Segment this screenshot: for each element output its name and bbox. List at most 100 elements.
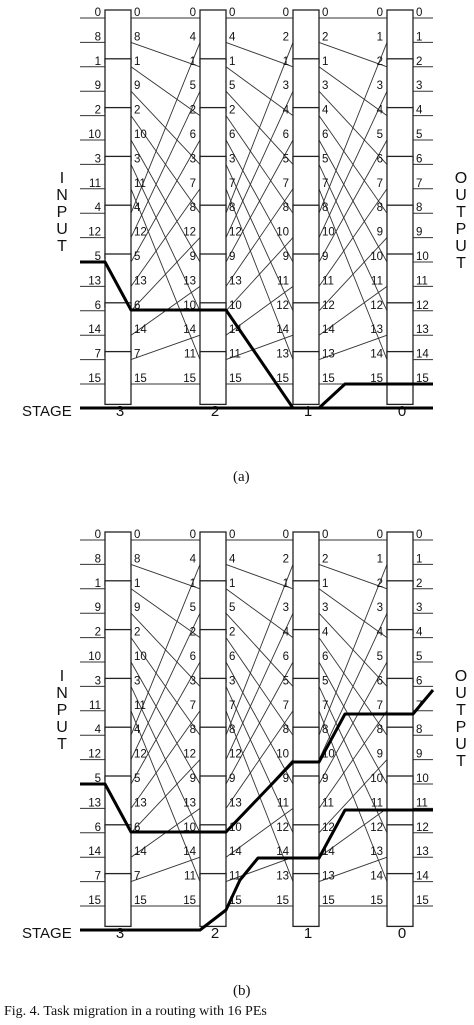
b-switch-box bbox=[199, 824, 227, 879]
a-line-label: 11 bbox=[371, 275, 383, 287]
a-switch-box bbox=[199, 106, 227, 162]
a-switch-box bbox=[104, 204, 132, 259]
a-line-label: 1 bbox=[377, 31, 383, 43]
b-switch-box bbox=[292, 824, 320, 879]
a-line-label: 9 bbox=[416, 227, 422, 239]
a-shuffle-link bbox=[130, 42, 201, 214]
b-shuffle-link bbox=[318, 564, 388, 736]
a-line-label: 14 bbox=[370, 349, 383, 361]
b-line-label: 7 bbox=[283, 700, 289, 712]
a-line-label: 1 bbox=[229, 56, 235, 68]
a-line-label: 1 bbox=[283, 56, 289, 68]
b-switch-box bbox=[104, 677, 132, 732]
b-shuffle-link bbox=[225, 856, 294, 883]
a-shuffle-link bbox=[225, 41, 294, 68]
a-line-label: 6 bbox=[229, 129, 235, 141]
a-line-label: 15 bbox=[276, 373, 289, 385]
a-line-label: 2 bbox=[416, 56, 422, 68]
a-line-label: 3 bbox=[322, 80, 328, 92]
b-line-label: 1 bbox=[95, 578, 101, 590]
b-line-label: 5 bbox=[322, 675, 328, 687]
a-line-label: 9 bbox=[190, 251, 196, 263]
a-line-label: 4 bbox=[190, 31, 197, 43]
b-line-label: 6 bbox=[190, 651, 196, 663]
b-line-label: 11 bbox=[134, 700, 146, 712]
a-line-label: 4 bbox=[95, 202, 102, 214]
b-line-label: 0 bbox=[283, 529, 289, 541]
a-line-label: 0 bbox=[134, 7, 140, 19]
a-line-label: 1 bbox=[416, 31, 422, 43]
a-shuffle-link bbox=[130, 66, 201, 116]
b-line-label: 12 bbox=[276, 822, 289, 834]
figure-caption: Fig. 4. Task migration in a routing with… bbox=[4, 1004, 267, 1019]
a-shuffle-link bbox=[318, 237, 388, 312]
a-line-label: 7 bbox=[190, 178, 196, 190]
b-line-label: 9 bbox=[377, 749, 383, 761]
b-line-label: 5 bbox=[416, 651, 422, 663]
b-line-label: 12 bbox=[416, 822, 429, 834]
b-line-label: 13 bbox=[88, 797, 101, 809]
b-line-label: 3 bbox=[416, 602, 422, 614]
b-line-label: 7 bbox=[322, 700, 328, 712]
caption-b: (b) bbox=[233, 983, 251, 999]
b-line-label: 2 bbox=[322, 553, 328, 565]
b-switch-box bbox=[386, 580, 414, 635]
b-shuffle-link bbox=[318, 710, 388, 809]
b-line-label: 1 bbox=[190, 578, 196, 590]
b-line-label: 1 bbox=[416, 553, 422, 565]
b-switch-box bbox=[386, 824, 414, 879]
a-shuffle-link bbox=[130, 237, 201, 312]
b-line-label: 4 bbox=[134, 724, 141, 736]
b-line-label: 11 bbox=[277, 797, 289, 809]
a-shuffle-link bbox=[130, 334, 201, 361]
b-line-label: 11 bbox=[416, 797, 428, 809]
b-line-label: 13 bbox=[134, 797, 147, 809]
b-line-label: 9 bbox=[283, 773, 289, 785]
a-line-label: 8 bbox=[95, 31, 101, 43]
caption-a: (a) bbox=[233, 469, 250, 485]
a-shuffle-link bbox=[225, 42, 294, 214]
a-stage-label: 3 bbox=[116, 403, 124, 420]
a-line-label: 5 bbox=[416, 129, 422, 141]
a-shuffle-link bbox=[318, 41, 388, 68]
b-line-label: 15 bbox=[416, 895, 429, 907]
b-line-label: 8 bbox=[134, 553, 140, 565]
a-line-label: 4 bbox=[283, 105, 290, 117]
b-shuffle-link bbox=[130, 710, 201, 809]
b-line-label: 3 bbox=[134, 675, 140, 687]
a-stage-title: STAGE bbox=[22, 403, 72, 420]
a-line-label: 0 bbox=[416, 7, 422, 19]
b-switch-box bbox=[386, 677, 414, 732]
b-line-label: 6 bbox=[416, 675, 422, 687]
a-line-label: 11 bbox=[184, 349, 196, 361]
a-line-label: 9 bbox=[95, 80, 101, 92]
b-line-label: 3 bbox=[95, 675, 101, 687]
a-line-label: 14 bbox=[416, 349, 429, 361]
a-line-label: 11 bbox=[322, 275, 334, 287]
a-line-label: 12 bbox=[88, 227, 101, 239]
a-switch-box bbox=[292, 302, 320, 357]
b-line-label: 15 bbox=[88, 895, 101, 907]
a-line-label: 0 bbox=[377, 7, 383, 19]
b-shuffle-link bbox=[318, 661, 388, 785]
b-line-label: 12 bbox=[229, 749, 242, 761]
a-line-label: 5 bbox=[283, 153, 289, 165]
b-switch-box bbox=[292, 775, 320, 830]
a-switch-box bbox=[386, 9, 414, 64]
a-switch-box bbox=[292, 9, 320, 64]
b-switch-box bbox=[292, 531, 320, 586]
b-line-label: 11 bbox=[371, 797, 383, 809]
b-switch-box bbox=[104, 872, 132, 928]
b-switch-box bbox=[386, 726, 414, 781]
a-line-label: 5 bbox=[95, 251, 101, 263]
b-stage-label: 3 bbox=[116, 925, 124, 942]
a-switch-box bbox=[104, 155, 132, 210]
a-line-label: 10 bbox=[134, 129, 147, 141]
a-switch-box bbox=[104, 253, 132, 308]
a-line-label: 8 bbox=[134, 31, 140, 43]
b-line-label: 8 bbox=[377, 724, 383, 736]
a-line-label: 7 bbox=[322, 178, 328, 190]
